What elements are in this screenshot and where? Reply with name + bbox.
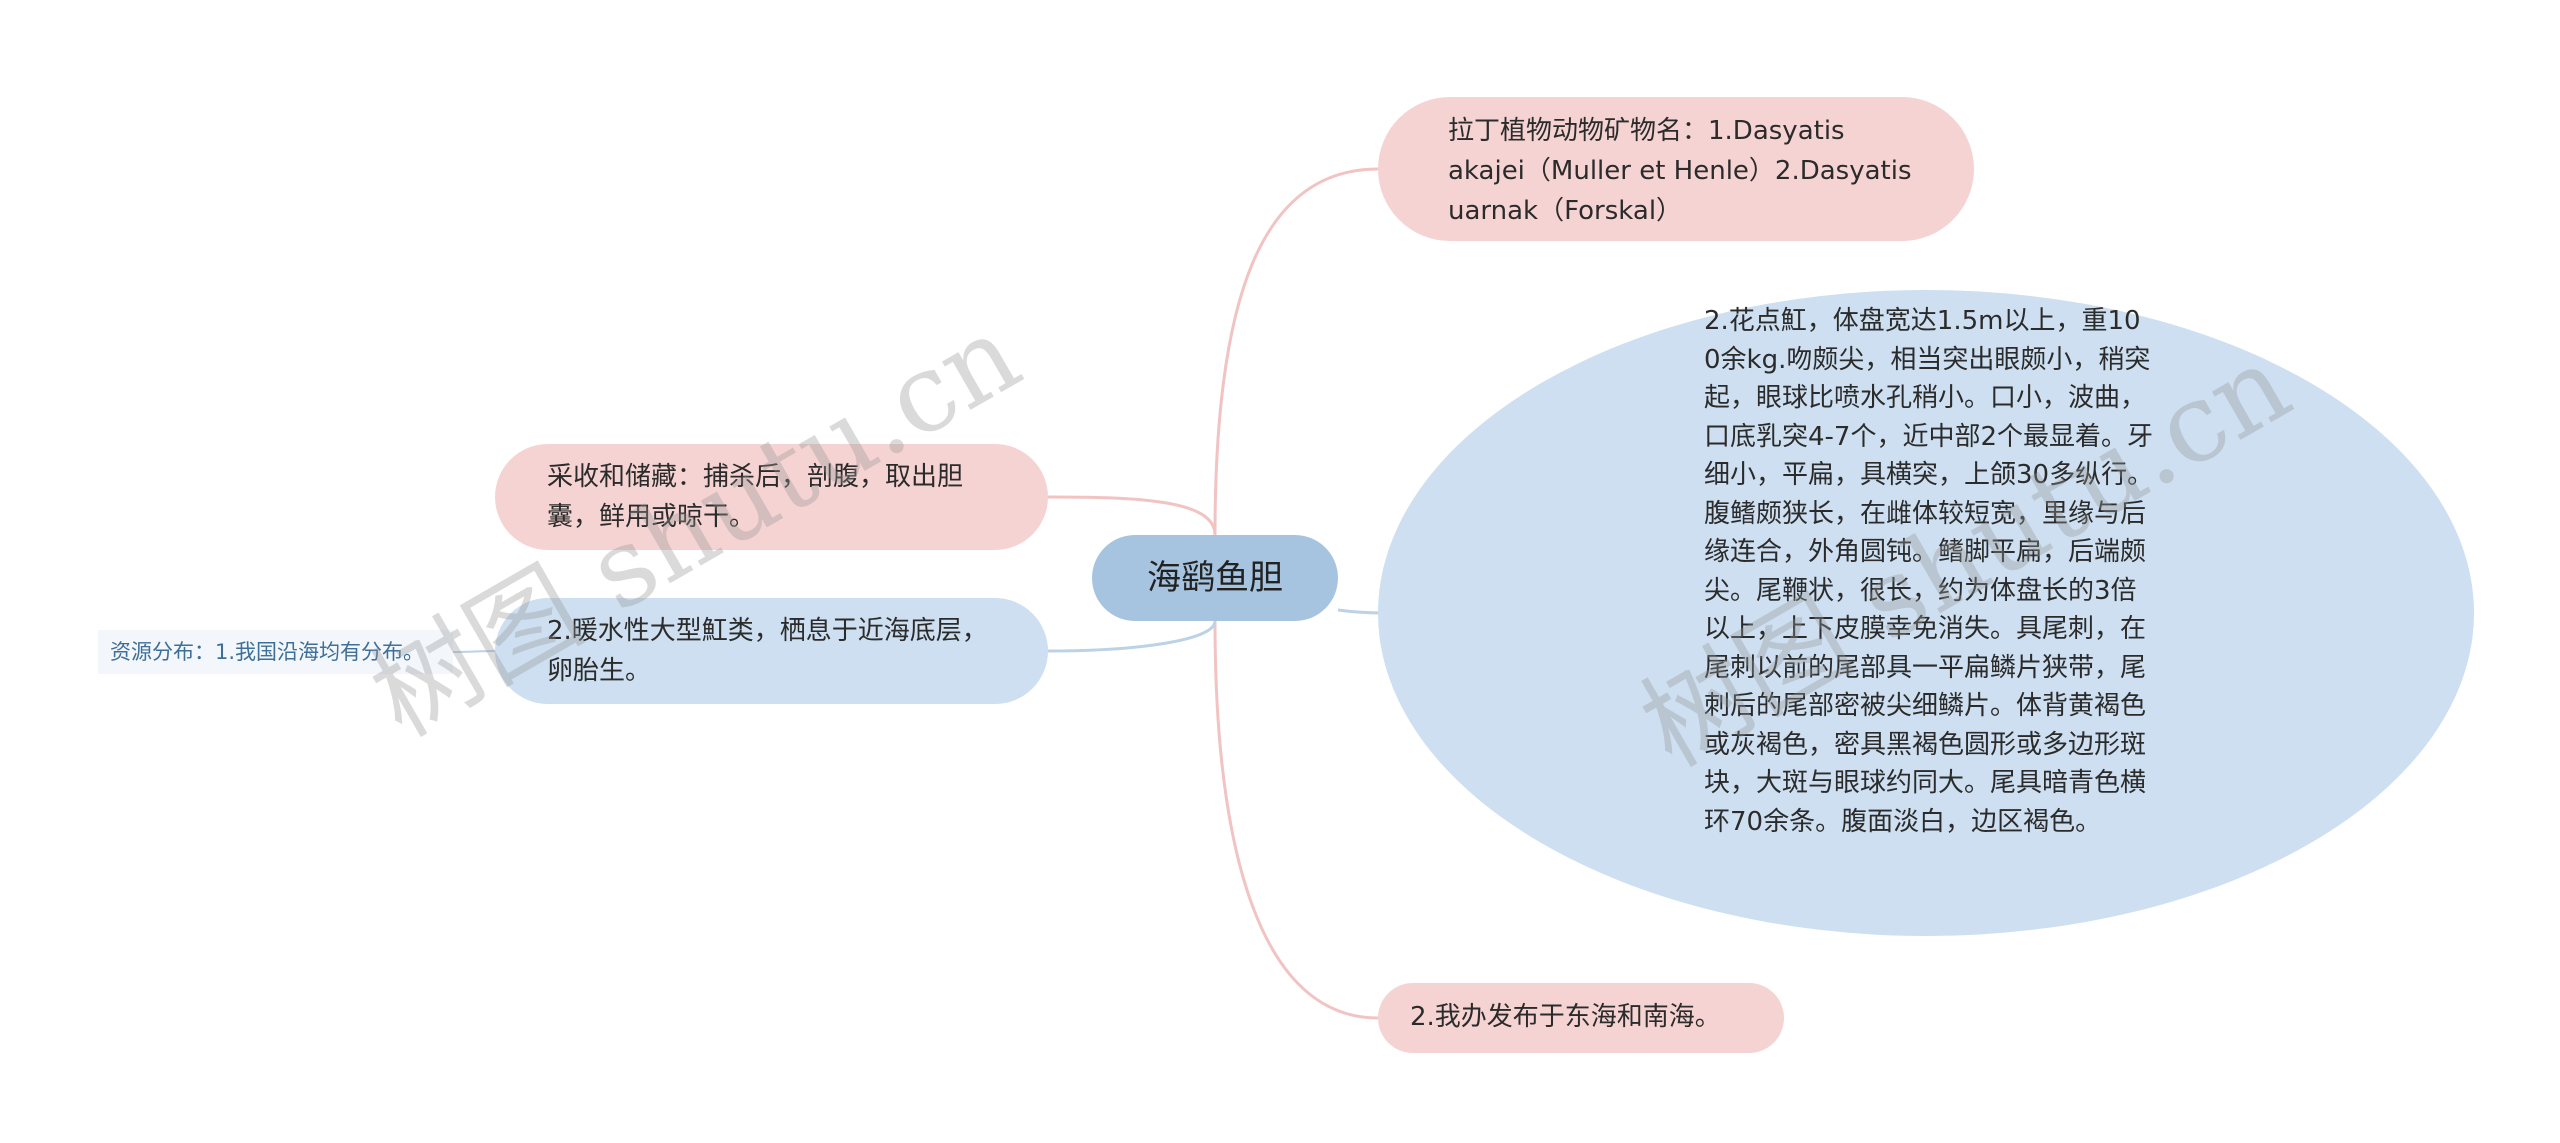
description-text: 2.花点魟，体盘宽达1.5m以上，重100余kg.吻颇尖，相当突出眼颇小，稍突起… [1704, 306, 2154, 837]
resource-text: 资源分布：1.我国沿海均有分布。 [110, 640, 425, 664]
description-node[interactable]: 2.花点魟，体盘宽达1.5m以上，重100余kg.吻颇尖，相当突出眼颇小，稍突起… [1378, 290, 2474, 936]
distribution-node[interactable]: 2.我办发布于东海和南海。 [1378, 983, 1784, 1053]
habitat-node[interactable]: 2.暖水性大型魟类，栖息于近海底层，卵胎生。 [495, 598, 1048, 704]
root-topic[interactable]: 海鹞鱼胆 [1092, 535, 1338, 621]
harvest-text: 采收和储藏：捕杀后，剖腹，取出胆囊，鲜用或晾干。 [547, 462, 964, 532]
distribution-text: 2.我办发布于东海和南海。 [1410, 1002, 1721, 1032]
connector-resource [452, 650, 496, 653]
resource-node[interactable]: 资源分布：1.我国沿海均有分布。 [98, 630, 453, 674]
connector-distribution [1213, 620, 1379, 1020]
habitat-text: 2.暖水性大型魟类，栖息于近海底层，卵胎生。 [547, 616, 988, 686]
harvest-node[interactable]: 采收和储藏：捕杀后，剖腹，取出胆囊，鲜用或晾干。 [495, 444, 1048, 550]
connector-latin [1213, 167, 1379, 536]
root-topic-label: 海鹞鱼胆 [1147, 558, 1283, 598]
latin-name-text: 拉丁植物动物矿物名：1.Dasyatis akajei（Muller et He… [1448, 116, 1912, 226]
latin-name-node[interactable]: 拉丁植物动物矿物名：1.Dasyatis akajei（Muller et He… [1378, 97, 1974, 241]
connector-habitat [1047, 620, 1217, 653]
connector-harvest [1047, 495, 1217, 536]
